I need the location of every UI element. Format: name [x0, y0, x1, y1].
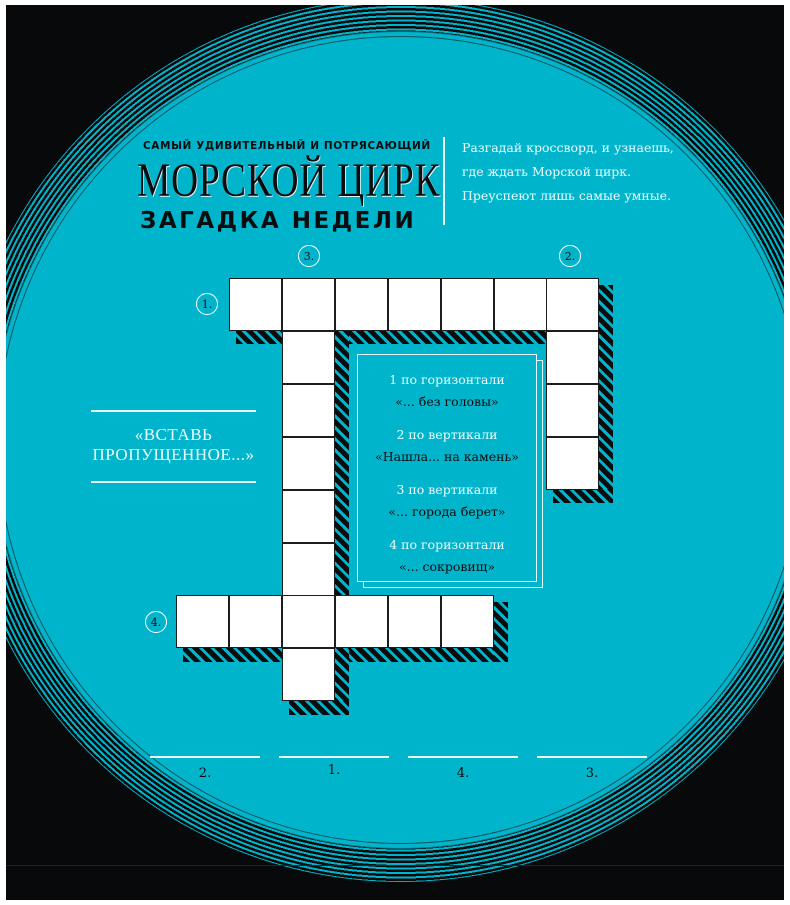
crossword-cell-4-3[interactable] — [282, 595, 335, 648]
crossword-cell-1-6[interactable] — [494, 278, 547, 331]
crossword-cell-2-2[interactable] — [546, 331, 599, 384]
intro-text: Разгадай кроссворд, и узнаешь, где ждать… — [462, 136, 682, 208]
cell-shadow — [335, 648, 349, 715]
crossword-cell-1-4[interactable] — [388, 278, 441, 331]
answer-label: 3. — [585, 766, 599, 781]
side-note: «ВСТАВЬ ПРОПУЩЕННОЕ...» — [91, 425, 256, 465]
clue-item: 3 по вертикали «... города берет» — [388, 479, 505, 523]
answer-label: 2. — [198, 766, 212, 781]
clue-text: «Нашла... на камень» — [375, 449, 519, 464]
number-tag-4: 4. — [145, 611, 167, 633]
crossword-cell-4-1[interactable] — [176, 595, 229, 648]
cell-shadow — [335, 330, 546, 344]
note-rule-bottom — [91, 481, 256, 483]
side-note-line: ПРОПУЩЕННОЕ...» — [92, 445, 255, 464]
intro-line: Разгадай кроссворд, и узнаешь, — [462, 140, 674, 155]
cell-shadow — [599, 285, 613, 503]
clue-text: «... без головы» — [395, 394, 499, 409]
crossword-cell-3-6[interactable] — [282, 543, 335, 596]
crossword-cell-3-3[interactable] — [282, 384, 335, 437]
clue-item: 4 по горизонтали «... сокровищ» — [389, 534, 504, 578]
crossword-cell-1-3[interactable] — [335, 278, 388, 331]
intro-line: где ждать Морской цирк. — [462, 164, 632, 179]
clue-text: «... сокровищ» — [398, 559, 496, 574]
answer-label: 4. — [456, 766, 470, 781]
crossword-cell-2-4[interactable] — [546, 437, 599, 490]
cell-shadow — [494, 602, 508, 662]
answer-label: 1. — [327, 763, 341, 778]
crossword-cell-3-2[interactable] — [282, 331, 335, 384]
crossword-cell-3-8[interactable] — [282, 648, 335, 701]
crossword-cell-4-2[interactable] — [229, 595, 282, 648]
intro-line: Преуспеют лишь самые умные. — [462, 188, 672, 203]
crossword-cell-4-4[interactable] — [335, 595, 388, 648]
page-title: МОРСКОЙ ЦИРК — [137, 154, 441, 207]
cell-shadow — [289, 701, 349, 715]
number-tag-2: 2. — [559, 245, 581, 267]
clue-item: 1 по горизонтали «... без головы» — [389, 369, 504, 413]
page-subtitle: ЗАГАДКА НЕДЕЛИ — [140, 208, 417, 234]
cell-shadow — [335, 330, 349, 595]
clue-item: 2 по вертикали «Нашла... на камень» — [375, 424, 519, 468]
answer-field-1[interactable] — [279, 756, 389, 758]
record-rim — [6, 36, 784, 844]
answer-field-4[interactable] — [408, 756, 518, 758]
cell-shadow — [335, 648, 508, 662]
side-note-line: «ВСТАВЬ — [134, 425, 213, 444]
clue-ref: 4 по горизонтали — [389, 537, 505, 552]
header-divider — [443, 137, 445, 225]
tagline: САМЫЙ УДИВИТЕЛЬНЫЙ И ПОТРЯСАЮЩИЙ — [143, 140, 431, 152]
clue-card: 1 по горизонтали «... без головы» 2 по в… — [357, 354, 537, 582]
crossword-cell-2-3[interactable] — [546, 384, 599, 437]
crossword-cell-1-7[interactable] — [546, 278, 599, 331]
crossword-cell-1-5[interactable] — [441, 278, 494, 331]
crossword-cell-1-2[interactable] — [282, 278, 335, 331]
number-tag-1: 1. — [196, 293, 218, 315]
clue-ref: 2 по вертикали — [396, 427, 498, 442]
cell-shadow — [183, 648, 282, 662]
clue-text: «... города берет» — [388, 504, 506, 519]
cell-shadow — [236, 330, 282, 344]
note-rule-top — [91, 410, 256, 412]
clue-ref: 1 по горизонтали — [389, 372, 505, 387]
answer-field-2[interactable] — [150, 756, 260, 758]
floor-line — [6, 865, 784, 866]
crossword-cell-3-5[interactable] — [282, 490, 335, 543]
clue-ref: 3 по вертикали — [396, 482, 498, 497]
crossword-cell-4-6[interactable] — [441, 595, 494, 648]
number-tag-3: 3. — [298, 245, 320, 267]
crossword-cell-4-5[interactable] — [388, 595, 441, 648]
crossword-cell-1-1[interactable] — [229, 278, 282, 331]
answer-field-3[interactable] — [537, 756, 647, 758]
crossword-cell-3-4[interactable] — [282, 437, 335, 490]
cell-shadow — [553, 489, 613, 503]
